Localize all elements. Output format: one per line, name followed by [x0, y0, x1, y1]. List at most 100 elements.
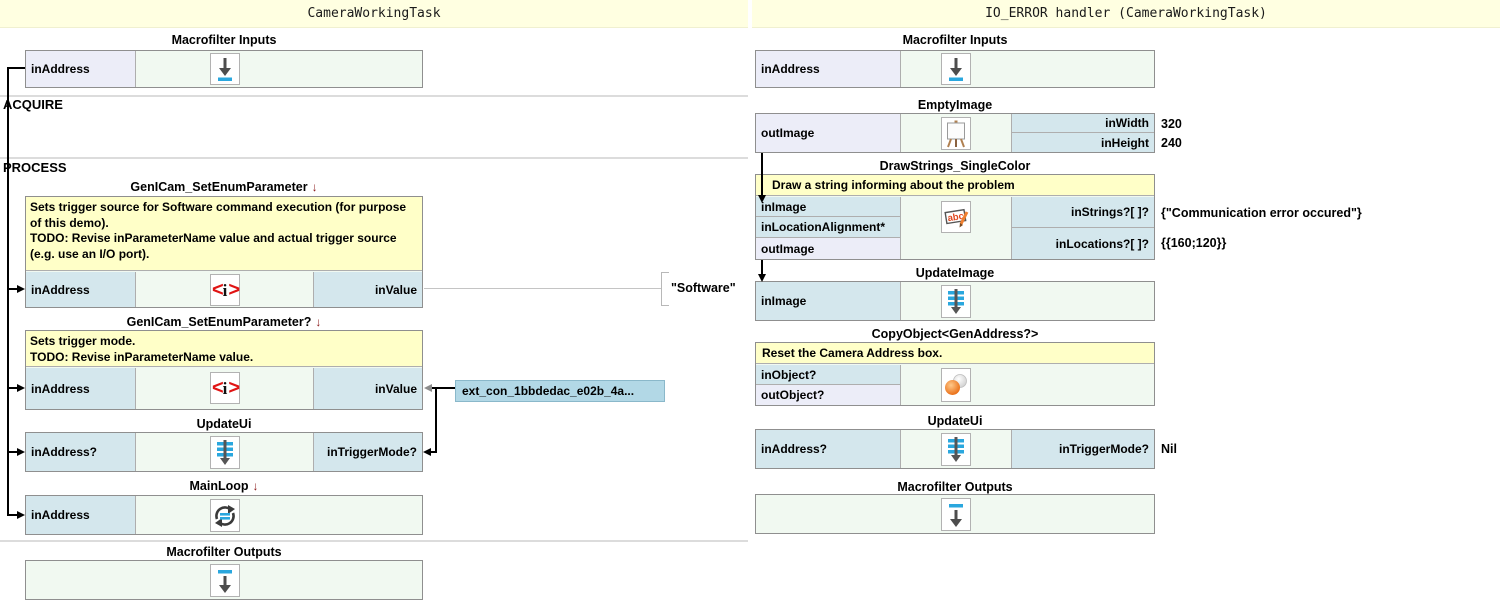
block-title-updateui[interactable]: UpdateUi	[196, 417, 252, 431]
update-ui-icon[interactable]	[210, 436, 240, 469]
constant-bracket	[661, 272, 669, 306]
block-title-macro-inputs[interactable]: Macrofilter Inputs	[171, 33, 277, 47]
port-inimage[interactable]: inImage	[756, 197, 901, 217]
macrofilter-input-icon[interactable]	[941, 53, 971, 85]
block-title-copyobject[interactable]: CopyObject<GenAddress?>	[871, 327, 1039, 341]
port-inlocations[interactable]: inLocations?[ ]?	[1011, 228, 1154, 259]
port-inwidth[interactable]: inWidth	[1011, 114, 1154, 133]
connection-arrowhead	[758, 195, 766, 203]
section-divider	[0, 540, 748, 542]
inwidth-value[interactable]: 320	[1161, 117, 1182, 131]
drawstrings-comment[interactable]: Draw a string informing about the proble…	[756, 175, 1154, 196]
ext-connection-label[interactable]: ext_con_1bbdedac_e02b_4a...	[455, 380, 665, 402]
port-inaddress[interactable]: inAddress?	[756, 430, 901, 468]
left-panel-header: CameraWorkingTask	[0, 0, 748, 28]
ext-connection-arrowhead	[424, 384, 432, 392]
section-process: PROCESS	[3, 160, 67, 175]
block-title-macro-inputs[interactable]: Macrofilter Inputs	[902, 33, 1008, 47]
block-title-updateimage[interactable]: UpdateImage	[915, 266, 995, 280]
mainloop-block[interactable]: inAddress	[25, 495, 423, 535]
inheight-value[interactable]: 240	[1161, 136, 1182, 150]
macrofilter-expand-icon[interactable]: ↓	[252, 479, 259, 493]
genicam2-block[interactable]: Sets trigger mode. TODO: Revise inParame…	[25, 330, 423, 410]
inlocations-value[interactable]: {{160;120}}	[1161, 236, 1227, 250]
connection-line	[7, 288, 17, 290]
drawstrings-block[interactable]: Draw a string informing about the proble…	[755, 174, 1155, 260]
port-inaddress[interactable]: inAddress	[26, 368, 136, 409]
connection-line	[7, 67, 25, 69]
port-intriggermode[interactable]: inTriggerMode?	[313, 433, 422, 471]
port-inaddress[interactable]: inAddress	[26, 51, 136, 87]
port-instrings[interactable]: inStrings?[ ]?	[1011, 197, 1154, 228]
connection-arrowhead	[17, 448, 25, 456]
macrofilter-outputs-block[interactable]	[25, 560, 423, 600]
easel-icon[interactable]	[941, 117, 971, 150]
connection-arrowhead	[17, 285, 25, 293]
section-divider	[0, 95, 748, 97]
block-title-macro-outputs[interactable]: Macrofilter Outputs	[897, 480, 1013, 494]
port-inaddress[interactable]: inAddress	[26, 272, 136, 307]
connection-line	[7, 514, 17, 516]
port-inimage[interactable]: inImage	[756, 282, 901, 320]
intriggermode-value[interactable]: Nil	[1161, 442, 1177, 456]
macrofilter-outputs-block[interactable]	[755, 494, 1155, 534]
macrofilter-inputs-block[interactable]: inAddress	[755, 50, 1155, 88]
emptyimage-block[interactable]: outImage inWidth inHeight	[755, 113, 1155, 153]
port-inlocationalignment[interactable]: inLocationAlignment*	[756, 217, 901, 238]
instrings-value[interactable]: {"Communication error occured"}	[1161, 206, 1362, 220]
port-intriggermode[interactable]: inTriggerMode?	[1011, 430, 1154, 468]
updateui-block[interactable]: inAddress? inTriggerMode?	[25, 432, 423, 472]
block-title-emptyimage[interactable]: EmptyImage	[917, 98, 993, 112]
genicam1-block[interactable]: Sets trigger source for Software command…	[25, 196, 423, 308]
block-title-macro-outputs[interactable]: Macrofilter Outputs	[166, 545, 282, 559]
macrofilter-output-icon[interactable]	[941, 498, 971, 531]
port-inaddress[interactable]: inAddress	[26, 496, 136, 534]
genicam1-comment[interactable]: Sets trigger source for Software command…	[26, 197, 422, 271]
block-title-genicam1[interactable]: GenICam_SetEnumParameter ↓	[130, 180, 318, 194]
port-inaddress[interactable]: inAddress?	[26, 433, 136, 471]
port-invalue[interactable]: inValue	[313, 272, 422, 307]
ext-connection-line	[435, 387, 437, 453]
connection-arrowhead	[758, 274, 766, 282]
updateimage-block[interactable]: inImage	[755, 281, 1155, 321]
update-ui-icon[interactable]	[941, 433, 971, 466]
right-panel-header: IO_ERROR handler (CameraWorkingTask)	[752, 0, 1500, 28]
left-panel-title: CameraWorkingTask	[307, 6, 441, 21]
connection-arrowhead	[17, 384, 25, 392]
port-invalue[interactable]: inValue	[313, 368, 422, 409]
macrofilter-input-icon[interactable]	[210, 53, 240, 85]
genicam2-comment[interactable]: Sets trigger mode. TODO: Revise inParame…	[26, 331, 422, 367]
macrofilter-inputs-block[interactable]: inAddress	[25, 50, 423, 88]
port-outimage[interactable]: outImage	[756, 114, 901, 152]
copyobject-block[interactable]: Reset the Camera Address box. inObject? …	[755, 342, 1155, 406]
right-panel-title: IO_ERROR handler (CameraWorkingTask)	[985, 6, 1267, 21]
port-inobject[interactable]: inObject?	[756, 365, 901, 385]
ext-connection-line	[432, 387, 455, 389]
port-outimage[interactable]: outImage	[756, 238, 901, 259]
svg-text:abc: abc	[947, 211, 965, 224]
copyobject-comment[interactable]: Reset the Camera Address box.	[756, 343, 1154, 364]
connection-arrowhead	[17, 511, 25, 519]
update-image-icon[interactable]	[941, 285, 971, 318]
section-acquire: ACQUIRE	[3, 97, 63, 112]
macrofilter-expand-icon[interactable]: ↓	[311, 180, 318, 194]
macrofilter-expand-icon[interactable]: ↓	[315, 315, 322, 329]
macrofilter-output-icon[interactable]	[210, 564, 240, 597]
port-inaddress[interactable]: inAddress	[756, 51, 901, 87]
ext-connection-line	[431, 451, 437, 453]
updateui-block[interactable]: inAddress? inTriggerMode?	[755, 429, 1155, 469]
connection-line	[7, 451, 17, 453]
copy-object-icon[interactable]	[941, 368, 971, 402]
port-inheight[interactable]: inHeight	[1011, 133, 1154, 152]
block-title-drawstrings[interactable]: DrawStrings_SingleColor	[879, 159, 1031, 173]
loop-icon[interactable]	[210, 499, 240, 532]
genicam1-invalue-constant[interactable]: "Software"	[671, 281, 736, 295]
block-title-updateui[interactable]: UpdateUi	[927, 414, 983, 428]
port-outobject[interactable]: outObject?	[756, 385, 901, 405]
genicam-icon[interactable]: <i>	[210, 274, 240, 306]
draw-strings-icon[interactable]: abc	[941, 201, 971, 233]
block-title-mainloop[interactable]: MainLoop ↓	[189, 479, 259, 493]
genicam-icon[interactable]: <i>	[210, 372, 240, 404]
block-title-genicam2[interactable]: GenICam_SetEnumParameter? ↓	[126, 315, 322, 329]
